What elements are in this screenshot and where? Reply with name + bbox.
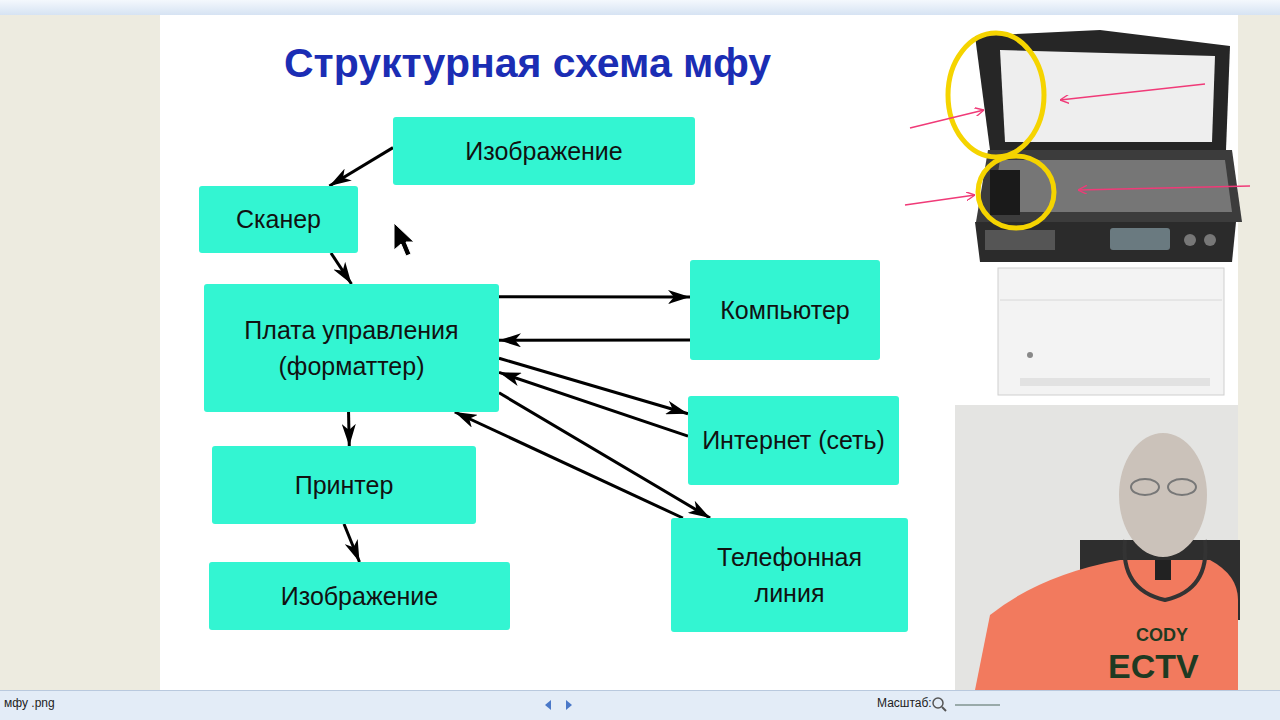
status-bar xyxy=(0,690,1280,720)
process-box: Компьютер xyxy=(690,260,880,360)
arrow-connector xyxy=(455,412,683,518)
shirt-text: CODY xyxy=(1136,626,1188,646)
file-name: мфу .png xyxy=(4,697,55,710)
process-box: Сканер xyxy=(199,186,358,253)
box-text: Телефонная линия xyxy=(681,539,898,612)
process-box: Интернет (сеть) xyxy=(688,396,899,485)
process-box: Изображение xyxy=(393,117,695,185)
arrow-connector xyxy=(344,524,360,562)
right-panel xyxy=(1238,15,1280,690)
arrow-connector xyxy=(499,295,690,298)
process-box: Плата управления (форматтер) xyxy=(204,284,499,412)
webcam-picture xyxy=(955,405,1240,690)
arrow-connector xyxy=(329,148,393,186)
box-text: Плата управления (форматтер) xyxy=(214,312,489,385)
diagram-title: Структурная схема мфу xyxy=(284,40,771,87)
box-text: Сканер xyxy=(236,201,321,237)
arrow-connector xyxy=(499,372,688,436)
box-text: Принтер xyxy=(295,467,394,503)
shirt-text: ECTV xyxy=(1108,648,1199,685)
process-box: Изображение xyxy=(209,562,510,630)
process-box: Принтер xyxy=(212,446,476,524)
left-panel xyxy=(0,15,160,690)
zoom-label: Масштаб: xyxy=(877,697,932,710)
box-text: Компьютер xyxy=(720,292,849,328)
mfp-photo xyxy=(905,30,1250,395)
arrow-connector xyxy=(347,412,351,446)
arrow-connector xyxy=(499,339,690,342)
box-text: Изображение xyxy=(281,578,438,614)
box-text: Изображение xyxy=(465,133,622,169)
toolbar-strip xyxy=(0,0,1280,15)
arrow-connector xyxy=(499,393,710,518)
process-box: Телефонная линия xyxy=(671,518,908,632)
box-text: Интернет (сеть) xyxy=(702,422,885,458)
arrow-connector xyxy=(331,253,352,284)
mouse-cursor xyxy=(394,223,414,256)
